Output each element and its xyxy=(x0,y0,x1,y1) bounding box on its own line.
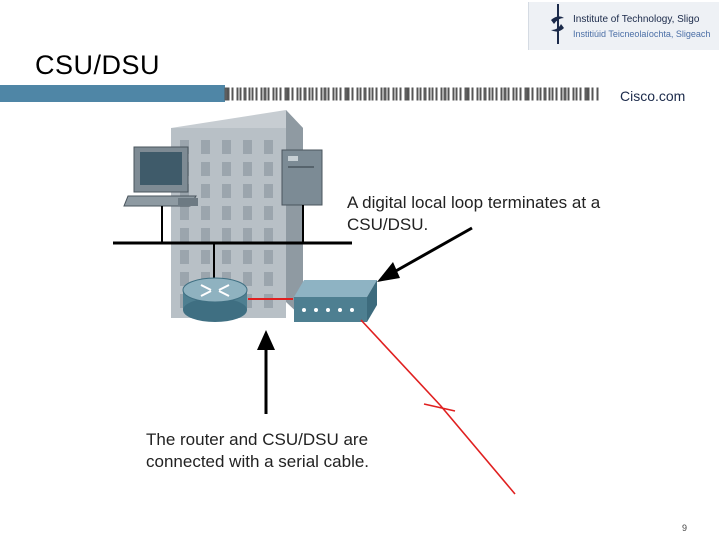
slide-title: CSU/DSU xyxy=(35,50,161,80)
institute-name-irish: Institiúid Teicneolaíochta, Sligeach xyxy=(573,29,711,39)
institute-logo-icon xyxy=(551,4,564,44)
server-icon xyxy=(281,149,323,206)
page-number: 9 xyxy=(682,523,688,533)
caption-local-loop: A digital local loop terminates at a CSU… xyxy=(347,193,601,234)
lightning-wan-icon xyxy=(360,319,516,495)
arrow-icon xyxy=(377,226,473,282)
caption-serial-cable: The router and CSU/DSU are connected wit… xyxy=(146,430,370,471)
cisco-logo: Cisco.com xyxy=(620,88,686,104)
arrow-icon xyxy=(257,330,275,414)
csu-dsu-icon xyxy=(294,280,377,322)
header-band xyxy=(0,85,599,102)
router-icon xyxy=(182,277,248,322)
computer-icon xyxy=(123,146,198,207)
network-diagram xyxy=(113,110,516,495)
institute-name: Institute of Technology, Sligo xyxy=(573,14,700,25)
